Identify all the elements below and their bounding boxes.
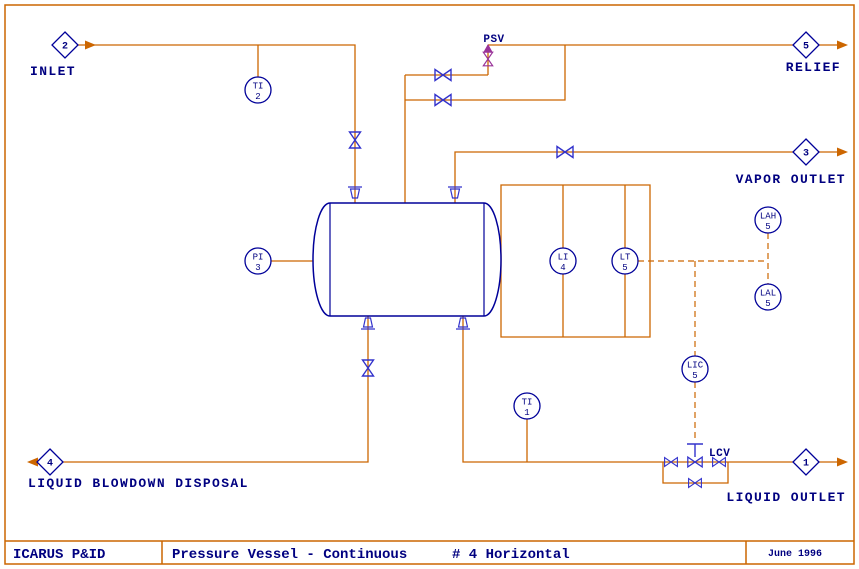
lcv-assembly xyxy=(687,443,703,468)
inlet-label: INLET xyxy=(30,64,76,79)
connector-diamond xyxy=(36,448,64,476)
liquid-blowdown-label: LIQUID BLOWDOWN DISPOSAL xyxy=(28,476,249,491)
offpage-connectors: 2 5 3 4 1 xyxy=(36,31,820,476)
title-block: ICARUS P&ID Pressure Vessel - Continuous… xyxy=(5,540,854,564)
blowdown-pipe xyxy=(63,316,369,463)
connector-liquid-outlet: 1 xyxy=(792,448,820,476)
instrument-bubble xyxy=(244,247,272,275)
inlet-flow-arrow-icon xyxy=(85,40,96,50)
title-date: June 1996 xyxy=(768,549,822,560)
connector-blowdown: 4 xyxy=(36,448,64,476)
lcv-bypass-pipe xyxy=(662,462,729,484)
pressure-vessel xyxy=(312,202,502,317)
instrument-lt-5: LT 5 xyxy=(611,247,639,275)
psv-inlet-pipe xyxy=(405,45,489,76)
connector-number: 3 xyxy=(803,149,809,160)
psv-label: PSV xyxy=(483,34,504,46)
flow-arrows xyxy=(27,40,848,467)
liquid-outlet-pipe xyxy=(462,316,793,463)
psv-bypass-pipe xyxy=(405,45,566,101)
instrument-loop: 5 xyxy=(765,299,770,309)
instrument-loop: 2 xyxy=(255,92,260,102)
connector-diamond xyxy=(792,448,820,476)
connector-vapor-outlet: 3 xyxy=(792,138,820,166)
lcv-label: LCV xyxy=(709,448,730,460)
inlet-pipe xyxy=(78,44,356,203)
connector-relief: 5 xyxy=(792,31,820,59)
instrument-tag: TI xyxy=(522,398,533,408)
vapor-outlet-pipe xyxy=(454,151,793,203)
psv-assembly xyxy=(482,44,494,67)
title-block-lines xyxy=(5,540,854,564)
vessel-shell xyxy=(312,202,502,317)
connector-number: 5 xyxy=(803,42,809,53)
instrument-tag: LAL xyxy=(760,289,776,299)
instrument-tag: TI xyxy=(253,82,264,92)
instrument-bubble xyxy=(244,76,272,104)
title-drawing: Pressure Vessel - Continuous xyxy=(172,547,407,563)
connector-diamond xyxy=(792,138,820,166)
instrument-bubble xyxy=(611,247,639,275)
instrument-loop: 5 xyxy=(622,263,627,273)
level-bridle-pipe xyxy=(500,184,651,338)
psv-cap-icon xyxy=(483,44,493,52)
relief-label: RELIEF xyxy=(786,60,841,75)
connector-number: 2 xyxy=(62,42,68,53)
instrument-tag: PI xyxy=(253,253,264,263)
instrument-lal-5: LAL 5 xyxy=(754,283,782,311)
title-company: ICARUS P&ID xyxy=(13,547,105,563)
relief-flow-arrow-icon xyxy=(837,40,848,50)
instruments: TI 2 PI 3 TI 1 LI 4 LT 5 LAH 5 xyxy=(244,76,782,420)
instrument-bubble xyxy=(681,355,709,383)
instrument-loop: 5 xyxy=(692,371,697,381)
lcv-actuator-icon xyxy=(687,443,703,457)
instrument-loop: 3 xyxy=(255,263,260,273)
instrument-tag: LIC xyxy=(687,361,704,371)
connector-inlet: 2 xyxy=(51,31,79,59)
instrument-tag: LAH xyxy=(760,212,776,222)
instrument-loop: 5 xyxy=(765,222,770,232)
instrument-pi-3: PI 3 xyxy=(244,247,272,275)
stream-labels: INLET RELIEF VAPOR OUTLET LIQUID BLOWDOW… xyxy=(28,34,846,505)
connector-diamond xyxy=(792,31,820,59)
instrument-bubble xyxy=(754,206,782,234)
vapor-flow-arrow-icon xyxy=(837,147,848,157)
instrument-tag: LT xyxy=(620,253,631,263)
instrument-loop: 4 xyxy=(560,263,565,273)
instrument-lic-5: LIC 5 xyxy=(681,355,709,383)
instrument-bubble xyxy=(549,247,577,275)
instrument-bubble xyxy=(754,283,782,311)
title-drawing-number: # 4 Horizontal xyxy=(452,547,570,563)
instrument-loop: 1 xyxy=(524,408,529,418)
instrument-lah-5: LAH 5 xyxy=(754,206,782,234)
drawing-border xyxy=(4,4,855,565)
instrument-bubble xyxy=(513,392,541,420)
blowdown-flow-arrow-icon xyxy=(27,457,38,467)
connector-number: 1 xyxy=(803,459,809,470)
instrument-ti-1: TI 1 xyxy=(513,392,541,420)
connector-number: 4 xyxy=(47,459,53,470)
instrument-tag: LI xyxy=(558,253,569,263)
instrument-ti-2: TI 2 xyxy=(244,76,272,104)
instrument-li-4: LI 4 xyxy=(549,247,577,275)
liquid-outlet-label: LIQUID OUTLET xyxy=(726,490,846,505)
outlet-flow-arrow-icon xyxy=(837,457,848,467)
connector-diamond xyxy=(51,31,79,59)
vapor-outlet-label: VAPOR OUTLET xyxy=(736,172,846,187)
signal-lines xyxy=(638,233,769,440)
